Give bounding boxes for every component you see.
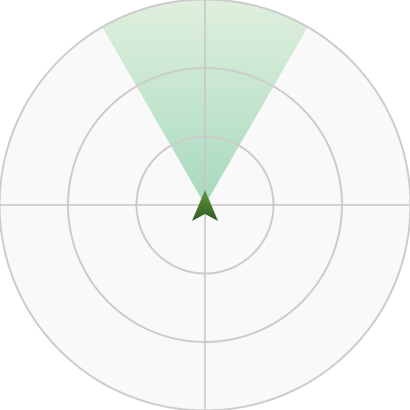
navigation-arrow-icon: [192, 190, 218, 221]
